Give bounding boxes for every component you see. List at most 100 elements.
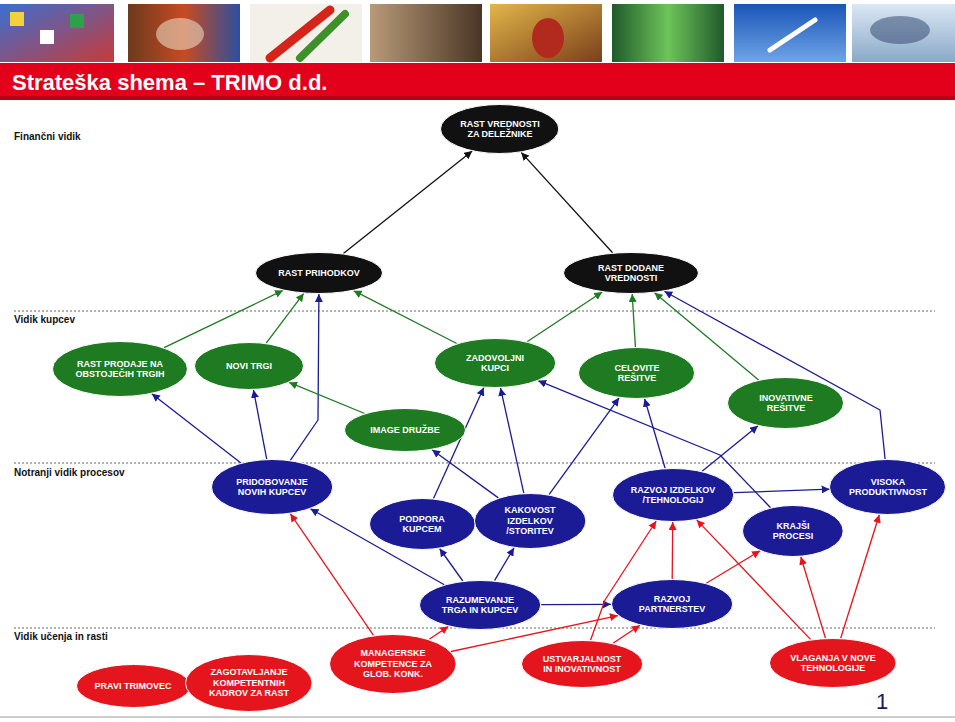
- page-number: 1: [876, 690, 888, 714]
- node-text-holder: MANAGERSKE KOMPETENCE ZA GLOB. KONK.: [348, 648, 438, 679]
- ellipse-fill: [330, 635, 457, 694]
- connector-arrow: [343, 151, 472, 254]
- photo: [852, 4, 955, 62]
- perspective-label: Vidik učenja in rasti: [14, 631, 108, 642]
- ellipse-fill: [728, 378, 844, 429]
- connector-arrow: [164, 290, 283, 347]
- ellipse-fill: [195, 343, 304, 390]
- perspective-label: Notranji vidik procesov: [14, 467, 125, 478]
- node-text: RAZVOJ PARTNERSTEV: [629, 594, 714, 615]
- photo-detail: [870, 16, 930, 44]
- connector-arrow: [734, 489, 830, 493]
- connector-arrow: [266, 293, 304, 343]
- connector-arrow: [613, 625, 640, 643]
- node-text: PRIDOBOVANJE NOVIH KUPCEV: [229, 477, 314, 498]
- node-text-holder: PRAVI TRIMOVEC: [95, 681, 172, 691]
- strategy-ellipse: ZAGOTAVLJANJE KOMPETENTNIH KADROV ZA RAS…: [185, 654, 313, 712]
- node-text: RAST DODANE VREDNOSTI: [583, 263, 679, 284]
- strategy-ellipse: VLAGANJA V NOVE TEHNOLOGIJE: [769, 638, 897, 688]
- perspective-divider: [14, 311, 935, 312]
- node-text-holder: NOVI TRGI: [226, 361, 272, 371]
- strategy-ellipse: RAST PRIHODKOV: [255, 252, 383, 294]
- connector-arrow: [527, 292, 602, 342]
- photo-detail: [770, 20, 815, 50]
- ellipse-fill: [474, 494, 585, 549]
- connector-arrow: [521, 152, 612, 252]
- node-text: PRAVI TRIMOVEC: [95, 681, 172, 691]
- node-text-holder: INOVATIVNE REŠITVE: [745, 393, 826, 414]
- photo-detail: [10, 12, 24, 26]
- strategy-ellipse: NOVI TRGI: [194, 342, 304, 390]
- ellipse-fill: [419, 581, 540, 630]
- footer-rule: [0, 717, 955, 718]
- strategy-ellipse: IMAGE DRUŽBE: [344, 408, 466, 452]
- photo-strip-ground: [0, 0, 955, 63]
- ellipse-fill: [345, 409, 466, 452]
- node-text-holder: RAZVOJ PARTNERSTEV: [629, 594, 714, 615]
- photo: [734, 4, 846, 62]
- strategy-ellipse: INOVATIVNE REŠITVE: [727, 377, 844, 429]
- strategy-ellipse: RAST DODANE VREDNOSTI: [563, 252, 699, 294]
- strategy-ellipse: PRIDOBOVANJE NOVIH KUPCEV: [211, 459, 333, 515]
- node-text-holder: ZAGOTAVLJANJE KOMPETENTNIH KADROV ZA RAS…: [204, 667, 294, 698]
- strategy-ellipse: PODPORA KUPCEM: [369, 498, 476, 550]
- connector-arrow: [429, 626, 448, 639]
- ellipse-fill: [186, 655, 313, 712]
- node-text: RAST VREDNOSTI ZA DELEŽNIKE: [458, 119, 542, 140]
- node-text: VISOKA PRODUKTIVNOST: [847, 477, 928, 498]
- node-text: ZAGOTAVLJANJE KOMPETENTNIH KADROV ZA RAS…: [204, 667, 294, 698]
- ellipse-fill: [256, 253, 383, 294]
- node-text: MANAGERSKE KOMPETENCE ZA GLOB. KONK.: [348, 648, 438, 679]
- node-text-holder: KRAJŠI PROCESI: [758, 521, 828, 542]
- connector-arrow: [501, 388, 524, 493]
- connector-arrow: [664, 291, 885, 459]
- strategy-ellipse: CELOVITE REŠITVE: [578, 347, 695, 399]
- connector-arrow: [841, 515, 880, 639]
- node-text-holder: RAST DODANE VREDNOSTI: [583, 263, 679, 284]
- connector-arrow: [632, 294, 635, 347]
- photo: [250, 4, 362, 62]
- photo-detail: [156, 18, 204, 50]
- node-text-holder: IMAGE DRUŽBE: [370, 425, 440, 435]
- strategy-ellipse: RAST PRODAJE NA OBSTOJEČIH TRGIH: [52, 341, 188, 397]
- strategy-ellipse: ZADOVOLJNI KUPCI: [434, 338, 556, 388]
- node-text: ZADOVOLJNI KUPCI: [452, 353, 537, 374]
- connector-arrow: [354, 291, 457, 344]
- node-text-holder: PODPORA KUPCEM: [385, 514, 459, 535]
- connector-arrow: [801, 557, 826, 639]
- ellipse-fill: [770, 639, 897, 688]
- photo: [370, 4, 482, 62]
- connector-arrow: [152, 394, 241, 463]
- strategy-ellipse: VISOKA PRODUKTIVNOST: [829, 459, 946, 515]
- node-text-holder: PRIDOBOVANJE NOVIH KUPCEV: [229, 477, 314, 498]
- connector-arrow: [290, 514, 373, 636]
- page-title: Strateška shema – TRIMO d.d.: [12, 70, 327, 96]
- ellipse-fill: [434, 339, 555, 388]
- node-text: INOVATIVNE REŠITVE: [745, 393, 826, 414]
- node-text-holder: RAZVOJ IZDELKOV /TEHNOLOGIJ: [630, 485, 715, 506]
- node-text: CELOVITE REŠITVE: [596, 363, 677, 384]
- connector-arrow: [432, 450, 498, 498]
- node-text: KAKOVOST IZDELKOV /STORITEV: [490, 505, 569, 536]
- ellipse-fill: [830, 460, 946, 515]
- node-text-holder: KAKOVOST IZDELKOV /STORITEV: [490, 505, 569, 536]
- node-text-holder: CELOVITE REŠITVE: [596, 363, 677, 384]
- strategy-ellipse: USTVARJALNOST IN INOVATIVNOST: [521, 640, 643, 688]
- connector-arrow: [549, 398, 619, 495]
- connector-arrow: [254, 390, 267, 459]
- node-text: VLAGANJA V NOVE TEHNOLOGIJE: [788, 653, 878, 674]
- node-text: NOVI TRGI: [226, 361, 272, 371]
- strategy-ellipse: RAST VREDNOSTI ZA DELEŽNIKE: [440, 104, 559, 154]
- strategy-ellipse: PRAVI TRIMOVEC: [76, 664, 191, 708]
- strategy-ellipse: MANAGERSKE KOMPETENCE ZA GLOB. KONK.: [329, 634, 457, 694]
- ellipse-fill: [441, 105, 559, 154]
- perspective-divider: [14, 463, 935, 464]
- connector-arrow: [440, 549, 463, 582]
- node-text-holder: RAST PRODAJE NA OBSTOJEČIH TRGIH: [72, 359, 168, 380]
- ellipse-fill: [76, 665, 190, 708]
- node-text-holder: USTVARJALNOST IN INOVATIVNOST: [539, 654, 624, 675]
- node-text: IMAGE DRUŽBE: [370, 425, 440, 435]
- strategy-ellipse: RAZUMEVANJE TRGA IN KUPCEV: [419, 580, 541, 630]
